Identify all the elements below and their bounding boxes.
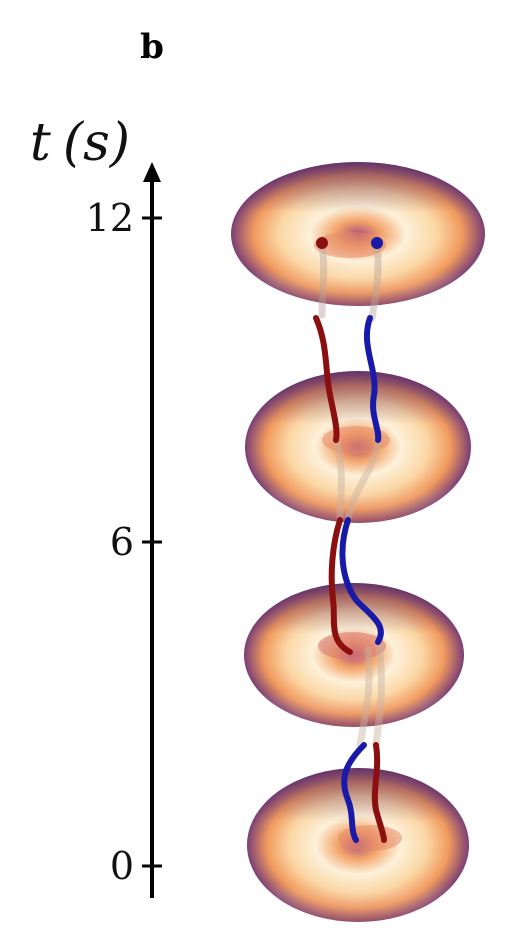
time-axis xyxy=(143,162,161,898)
red-endpoint xyxy=(316,237,328,249)
frame-t4 xyxy=(244,583,464,727)
frame-t8 xyxy=(245,371,471,523)
axis-label: t (s) xyxy=(30,113,130,173)
tick-label: 0 xyxy=(110,844,134,888)
panel-label: b xyxy=(140,27,164,67)
blue-endpoint xyxy=(371,237,383,249)
axis-arrowhead xyxy=(143,162,161,182)
frame-t0 xyxy=(247,768,469,922)
tick-label: 12 xyxy=(86,196,134,240)
axis-label-unit: (s) xyxy=(63,113,130,173)
axis-label-variable: t xyxy=(30,113,51,173)
frame-t12 xyxy=(231,162,485,306)
tick-label: 6 xyxy=(110,520,134,564)
